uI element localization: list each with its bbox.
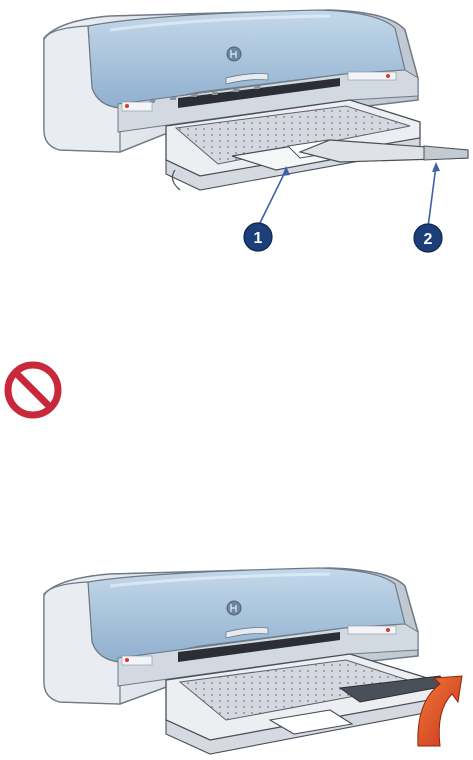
hp-logo-bottom xyxy=(227,601,241,615)
printer-illustration-top: 1 2 xyxy=(0,0,473,270)
button-panel-left-bottom xyxy=(122,656,152,665)
prohibited-icon-wrap xyxy=(0,358,70,428)
printer-figure-bottom xyxy=(0,560,473,760)
printer-figure-top: 1 2 xyxy=(0,0,473,270)
callout-number-1: 1 xyxy=(254,230,263,247)
hp-logo xyxy=(227,47,241,61)
button-panel-right-bottom xyxy=(348,626,396,634)
printer-illustration-bottom xyxy=(0,560,473,760)
callout-2: 2 xyxy=(414,162,442,252)
button-panel-right xyxy=(348,72,396,80)
button-panel-left xyxy=(122,102,152,111)
callout-number-2: 2 xyxy=(424,231,433,248)
prohibited-icon xyxy=(0,358,70,428)
